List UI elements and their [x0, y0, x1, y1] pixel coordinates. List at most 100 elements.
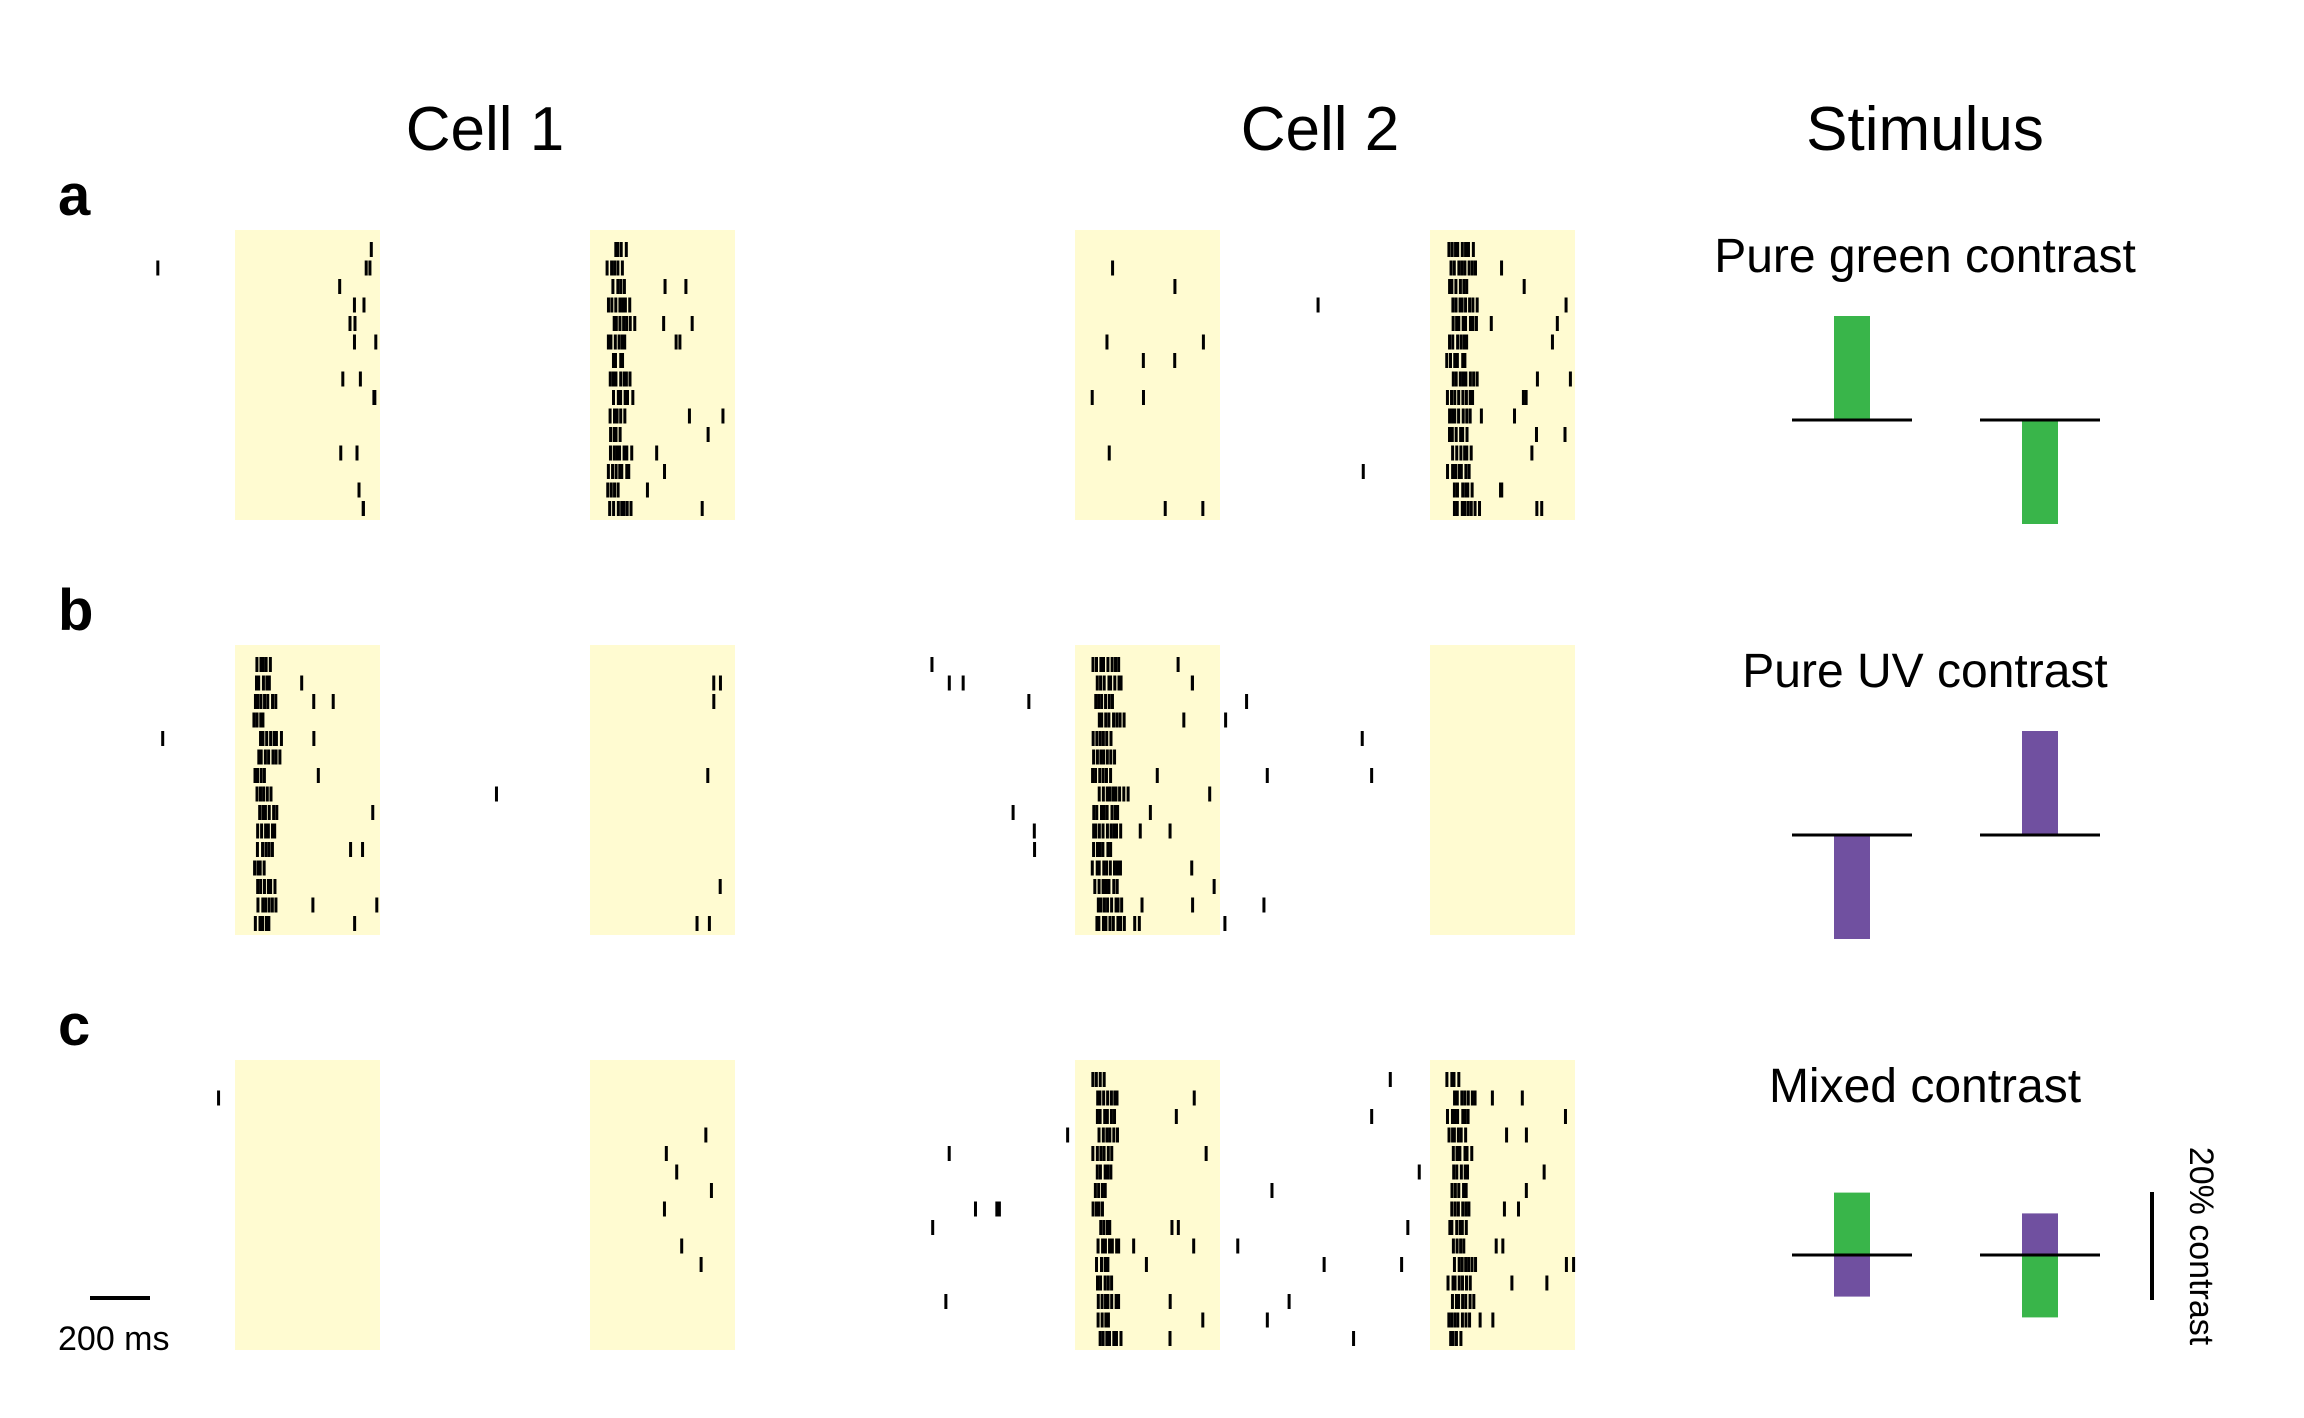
- spike-tick: [1106, 1090, 1110, 1106]
- spike-tick: [1479, 408, 1483, 424]
- spike-tick: [610, 260, 614, 276]
- spike-tick: [1464, 482, 1468, 498]
- spike-tick: [1122, 916, 1126, 931]
- spike-tick: [625, 445, 629, 461]
- stimulus-window: [590, 645, 735, 935]
- spike-tick: [1095, 805, 1099, 820]
- spike-tick: [1451, 445, 1455, 461]
- spike-tick: [1132, 1238, 1136, 1254]
- spike-tick: [1092, 805, 1096, 820]
- spike-tick: [655, 445, 659, 461]
- spike-tick: [1451, 464, 1455, 479]
- spike-tick: [614, 427, 618, 442]
- spike-tick: [261, 805, 265, 820]
- spike-tick: [618, 316, 622, 331]
- spike-tick: [1467, 1201, 1471, 1217]
- spike-tick: [1287, 1294, 1291, 1309]
- spike-tick: [1106, 1164, 1110, 1180]
- spike-tick: [1453, 1090, 1457, 1106]
- stimulus-bars: [1792, 316, 2100, 1318]
- spike-tick: [1113, 1109, 1117, 1124]
- spike-tick: [613, 334, 617, 350]
- spike-tick: [1510, 1275, 1514, 1291]
- spike-tick: [1105, 334, 1109, 350]
- spike-tick: [1097, 786, 1101, 802]
- spike-tick: [259, 879, 263, 894]
- spike-tick: [1456, 334, 1460, 350]
- spike-tick: [1460, 1220, 1464, 1235]
- spike-tick: [262, 768, 266, 783]
- spike-tick: [259, 731, 263, 746]
- spike-tick: [1103, 1183, 1107, 1198]
- spike-tick: [261, 897, 265, 913]
- spike-tick: [1094, 823, 1098, 839]
- spike-tick: [620, 501, 624, 516]
- spike-tick: [1095, 1109, 1099, 1124]
- spike-tick: [1466, 501, 1470, 516]
- spike-tick: [1110, 805, 1114, 820]
- spike-tick: [616, 242, 620, 257]
- spike-tick: [1522, 279, 1526, 294]
- spike-tick: [1463, 260, 1467, 276]
- spike-tick: [1095, 842, 1099, 857]
- spike-tick: [1138, 823, 1142, 839]
- spike-tick: [1105, 823, 1109, 839]
- spike-tick: [1108, 1220, 1112, 1235]
- spike-tick: [1564, 297, 1568, 313]
- spike-tick: [1094, 768, 1098, 783]
- spike-tick: [1094, 1201, 1098, 1217]
- spike-tick: [1173, 279, 1177, 294]
- spike-tick: [1107, 694, 1111, 709]
- spike-tick: [1102, 1090, 1106, 1106]
- spike-tick: [1115, 1090, 1119, 1106]
- spike-tick: [1458, 279, 1462, 294]
- spike-tick: [619, 242, 623, 257]
- spike-tick: [1099, 675, 1103, 691]
- spike-tick: [663, 464, 667, 479]
- spike-tick: [1201, 501, 1205, 516]
- spike-tick: [1108, 786, 1112, 802]
- spike-tick: [271, 749, 275, 765]
- spike-tick: [1568, 371, 1572, 387]
- spike-tick: [279, 731, 283, 746]
- spike-tick: [1091, 1201, 1095, 1217]
- spike-tick: [619, 371, 623, 387]
- stimulus-label-c: Mixed contrast: [1769, 1060, 2081, 1113]
- spike-tick: [1360, 731, 1364, 746]
- spike-tick: [1098, 768, 1102, 783]
- spike-tick: [270, 823, 274, 839]
- spike-tick: [1103, 1257, 1107, 1272]
- spike-tick: [1464, 1275, 1468, 1291]
- spike-tick: [1454, 297, 1458, 313]
- spike-tick: [1109, 768, 1113, 783]
- spike-tick: [1137, 916, 1141, 931]
- spike-tick: [1106, 657, 1110, 672]
- spike-tick: [1093, 1183, 1097, 1198]
- spike-tick: [1099, 1257, 1103, 1272]
- spike-tick: [1563, 427, 1567, 442]
- spike-tick: [1534, 427, 1538, 442]
- spike-tick: [1454, 464, 1458, 479]
- spike-tick: [266, 823, 270, 839]
- spike-tick: [1472, 371, 1476, 387]
- spike-tick: [1112, 879, 1116, 894]
- spike-tick: [613, 482, 617, 498]
- spike-tick: [357, 482, 361, 498]
- spike-tick: [1224, 712, 1228, 728]
- spike-tick: [1106, 1294, 1110, 1309]
- spike-tick: [605, 260, 609, 276]
- spike-tick: [1464, 242, 1468, 257]
- spike-tick: [1141, 390, 1145, 405]
- spike-tick: [1095, 916, 1099, 931]
- spike-tick: [1445, 1072, 1449, 1087]
- spike-tick: [1446, 464, 1450, 479]
- spike-tick: [1451, 1331, 1455, 1346]
- spike-tick: [1456, 1201, 1460, 1217]
- spike-tick: [1119, 916, 1123, 931]
- spike-tick: [1140, 897, 1144, 913]
- spike-tick: [1105, 1331, 1109, 1346]
- spike-tick: [712, 694, 716, 709]
- spike-tick: [1192, 1090, 1196, 1106]
- spike-tick: [269, 879, 273, 894]
- spike-tick: [1099, 897, 1103, 913]
